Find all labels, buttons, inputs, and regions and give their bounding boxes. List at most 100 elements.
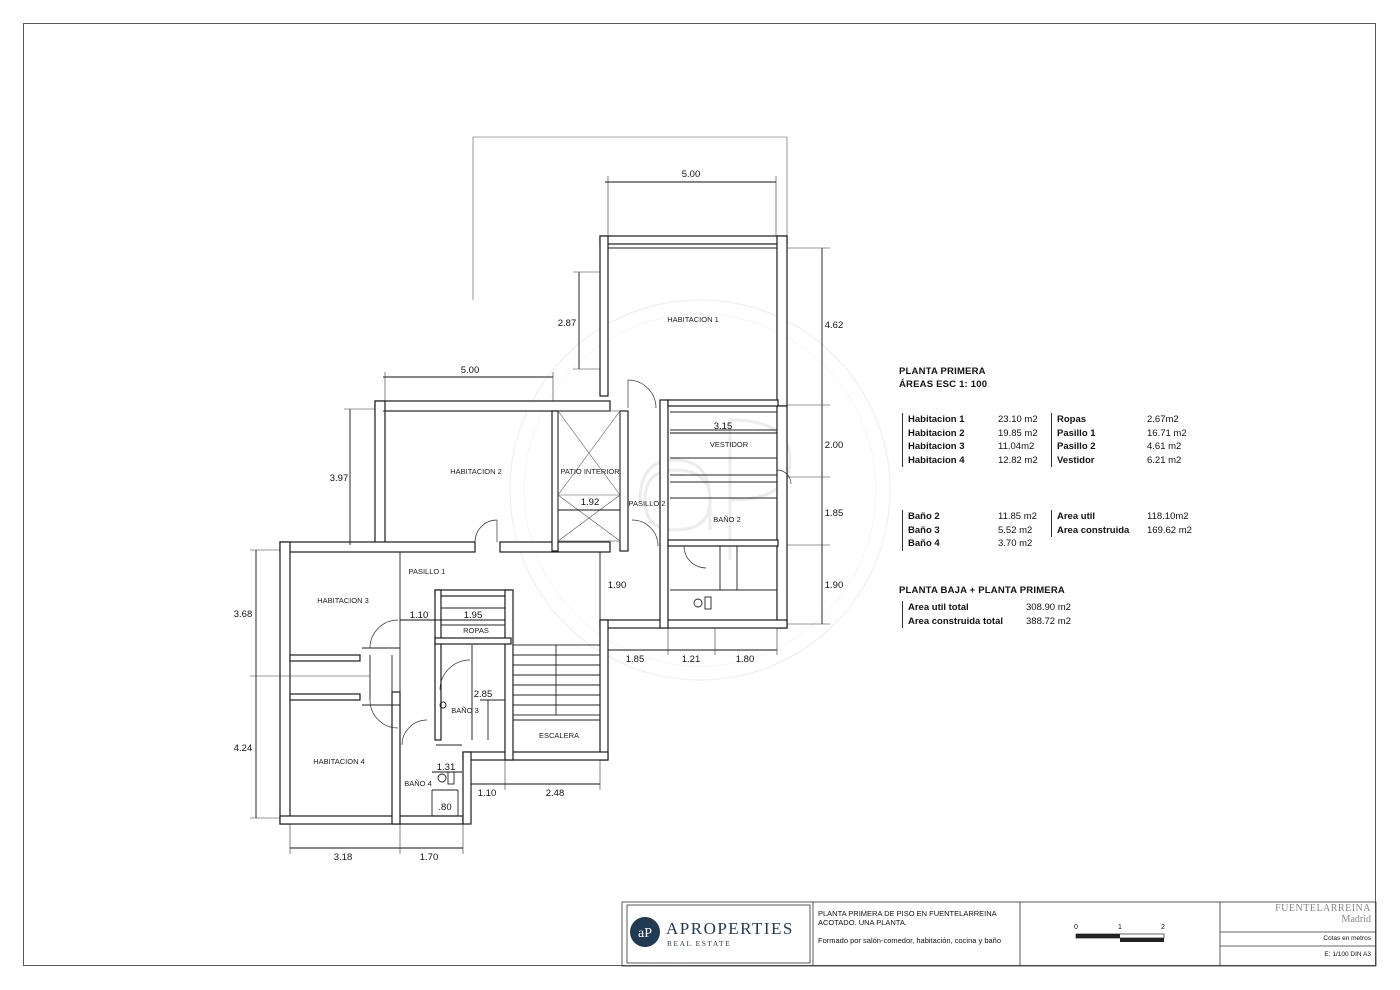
area-value: 23.10 m2 — [998, 414, 1038, 425]
area-name: Ropas — [1057, 414, 1087, 425]
area-name: Baño 2 — [908, 511, 940, 522]
dim-label: .80 — [438, 802, 451, 813]
interior-lines — [289, 247, 777, 816]
location-city: Madrid — [1341, 914, 1371, 925]
room-label-bano-4: BAÑO 4 — [404, 779, 432, 788]
scale-note: E: 1/100 DIN A3 — [1324, 951, 1371, 958]
terrace-outline — [472, 136, 788, 300]
area-name: Baño 3 — [908, 524, 940, 536]
room-label-bano-2: BAÑO 2 — [713, 515, 741, 524]
dim-label: 1.90 — [608, 580, 627, 591]
room-label-pasillo-1: PASILLO 1 — [409, 567, 446, 576]
dim-label: 2.48 — [546, 788, 565, 799]
walls — [279, 235, 788, 825]
brand-subtitle: REAL ESTATE — [667, 939, 732, 948]
dim-label: 3.97 — [330, 473, 349, 484]
areas-table-rooms-left: Habitacion 1 23.10 m2 Habitacion 2 19.85 m… — [902, 413, 1053, 467]
description-line: PLANTA PRIMERA DE PISO EN FUENTELARREINA — [818, 909, 997, 918]
room-label-patio-interior: PATIO INTERIOR — [560, 467, 620, 476]
areas-table-grand-totals: Area util total 308.90 m2 Area construida… — [902, 601, 1088, 628]
area-name: Pasillo 2 — [1057, 441, 1096, 452]
dim-label: 2.87 — [558, 318, 577, 329]
area-value: 3.70 m2 — [998, 538, 1033, 549]
dim-label: 1.70 — [420, 852, 439, 863]
areas-table-rooms-right: Ropas 2.67m2 Pasillo 1 16.71 m2 Pasillo 2 4… — [1051, 413, 1207, 467]
patio-hatch — [557, 410, 621, 542]
dim-label: 1.92 — [581, 497, 600, 508]
scale-label-0: 0 — [1074, 924, 1078, 931]
dim-label: 5.00 — [682, 169, 701, 180]
area-value: 16.71 m2 — [1147, 427, 1187, 439]
area-name: Habitacion 4 — [908, 454, 965, 466]
dim-label: 1.10 — [478, 788, 497, 799]
location-name: FUENTELARREINA — [1275, 903, 1371, 914]
brand-name: APROPERTIES — [666, 919, 794, 938]
area-value: 12.82 m2 — [998, 454, 1038, 466]
room-label-pasillo-2: PASILLO 2 — [629, 499, 666, 508]
area-value: 11.04m2 — [998, 441, 1035, 452]
area-value: 5.52 m2 — [998, 524, 1033, 536]
dim-label: 3.18 — [334, 852, 353, 863]
room-label-habitacion-2: HABITACION 2 — [450, 467, 502, 476]
dim-label: 1.10 — [410, 610, 429, 621]
area-name: Habitacion 1 — [908, 414, 965, 425]
area-name: Vestidor — [1057, 454, 1095, 466]
dim-label: 5.00 — [461, 365, 480, 376]
areas-panel: PLANTA PRIMERA ÁREAS ESC 1: 100 — [899, 366, 987, 390]
area-name: Area util total — [908, 602, 969, 613]
svg-text:aP: aP — [638, 926, 652, 941]
area-name: Habitacion 2 — [908, 427, 965, 439]
room-label-vestidor: VESTIDOR — [710, 440, 749, 449]
room-label-habitacion-3: HABITACION 3 — [317, 596, 369, 605]
area-name: Pasillo 1 — [1057, 427, 1096, 439]
description-line: Formado por salón-comedor, habitación, c… — [818, 936, 1002, 945]
area-name: Area util — [1057, 511, 1096, 522]
aproperties-logo-icon: aP — [630, 917, 660, 947]
area-name: Area construida — [1057, 524, 1130, 536]
dim-label: 3.68 — [234, 609, 253, 620]
watermark-logo-icon — [509, 299, 891, 681]
dim-label: 3.15 — [714, 421, 733, 432]
dim-label: 1.90 — [825, 580, 844, 591]
area-name: Habitacion 3 — [908, 441, 965, 452]
dim-label: 1.85 — [825, 508, 844, 519]
areas-title: PLANTA PRIMERA — [899, 366, 986, 377]
area-value: 169.62 m2 — [1147, 524, 1192, 536]
dim-label: 1.95 — [464, 610, 483, 621]
areas-total-title: PLANTA BAJA + PLANTA PRIMERA — [899, 585, 1065, 596]
area-value: 19.85 m2 — [998, 427, 1038, 439]
scale-label-1: 1 — [1118, 924, 1122, 931]
description-line: ACOTADO. UNA PLANTA. — [818, 918, 907, 927]
areas-subtitle: ÁREAS ESC 1: 100 — [899, 379, 988, 390]
area-value: 2.67m2 — [1147, 414, 1179, 425]
staircase — [512, 644, 601, 721]
dim-label: 1.80 — [736, 654, 755, 665]
room-label-bano-3: BAÑO 3 — [451, 706, 479, 715]
room-label-habitacion-1: HABITACION 1 — [667, 315, 719, 324]
sheet-border — [23, 23, 1376, 966]
room-label-escalera: ESCALERA — [539, 731, 579, 740]
toilet-icon — [437, 596, 712, 785]
dim-label: 4.62 — [825, 320, 844, 331]
area-value: 118.10m2 — [1147, 511, 1189, 522]
room-label-habitacion-4: HABITACION 4 — [313, 757, 365, 766]
drawing-description: PLANTA PRIMERA DE PISO EN FUENTELARREINA… — [818, 909, 1001, 945]
dim-label: 1.85 — [626, 654, 645, 665]
area-value: 6.21 m2 — [1147, 454, 1182, 466]
room-label-ropas: ROPAS — [463, 626, 489, 635]
areas-table-totals-floor: Area util 118.10m2 Area construida 169.62 … — [1051, 510, 1207, 537]
dim-label: 2.00 — [825, 440, 844, 451]
total-title: PLANTA BAJA + PLANTA PRIMERA — [899, 585, 1065, 596]
area-value: 388.72 m2 — [1026, 615, 1071, 627]
area-value: 4.61 m2 — [1147, 441, 1182, 452]
units-note: Cotas en metros — [1323, 935, 1371, 942]
area-name: Area construida total — [908, 615, 1004, 627]
area-name: Baño 4 — [908, 538, 940, 549]
scale-label-2: 2 — [1161, 924, 1165, 931]
dim-label: 1.31 — [437, 762, 456, 773]
area-value: 308.90 m2 — [1026, 602, 1071, 613]
title-block-frame — [621, 901, 1377, 967]
dim-label: 4.24 — [234, 743, 253, 754]
